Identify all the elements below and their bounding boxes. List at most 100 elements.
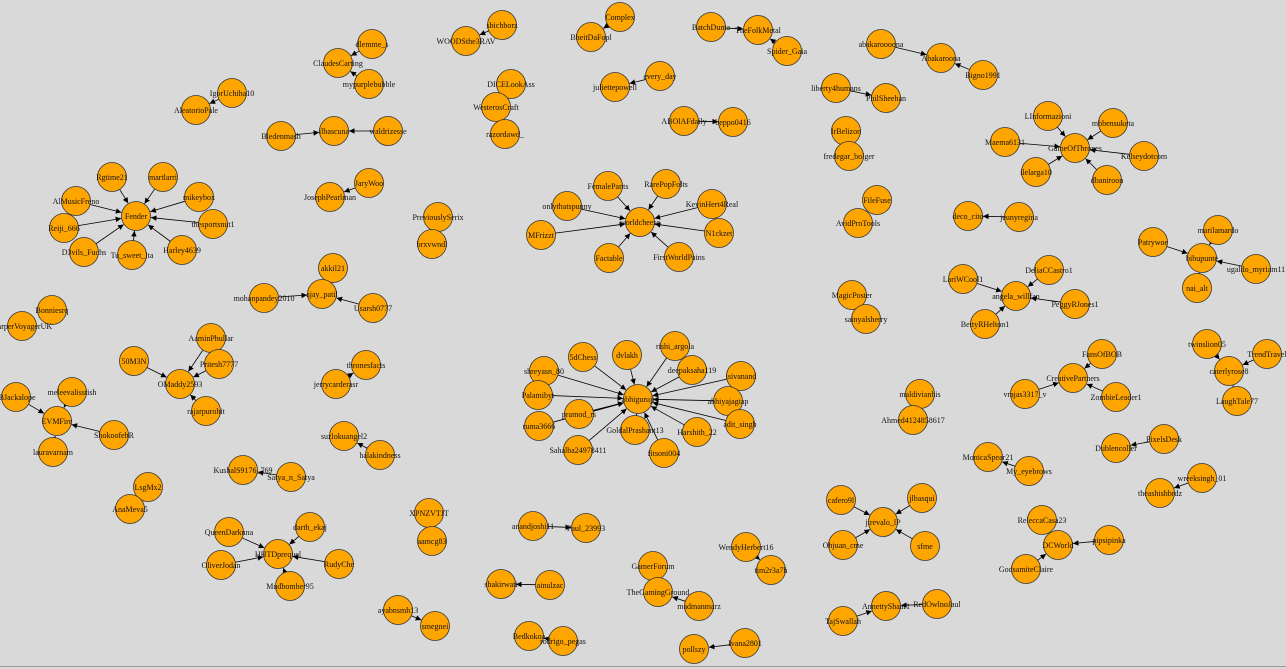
node-label: Paul_23993 [567, 524, 605, 533]
edge-twinslion05-to-caterlyrose8 [1213, 353, 1220, 360]
edge-tu-sweet-lta-to-fender [131, 230, 137, 241]
edge-fansofbob-to-creativepartners [1084, 362, 1092, 369]
edge-ayabnsmh13-to-smegnei [411, 615, 422, 621]
node-label: marilamardo [1198, 226, 1239, 235]
node-tu-sweet-lta: Tu_sweet_lta [111, 240, 154, 270]
node-label: deepaksaha119 [668, 366, 717, 375]
node-dicelookass: DICELookAss [487, 69, 535, 99]
node-nai-alt: nai_alt [1182, 273, 1212, 303]
node-circle [354, 168, 384, 198]
node-circle [1060, 133, 1090, 163]
node-creativepartners: CreativePartners [1046, 363, 1100, 393]
node-circle [535, 570, 565, 600]
node-label: beppo0416 [715, 118, 751, 127]
node-bheitdafopl: BheitDaFopl [570, 22, 612, 52]
node-redowlnojaul: RedOwlnoJaul [913, 589, 962, 619]
node-fredegar-bolger: fredegar_bolger [823, 141, 875, 171]
node-label: pipsipinka [1092, 536, 1126, 545]
node-shreyasn-80: shreyasn_80 [524, 356, 564, 386]
node-circle [354, 69, 384, 99]
node-circle [365, 440, 395, 470]
node-label: Maema6131 [985, 138, 1025, 147]
node-previouslyserix: PreviouslySerix [412, 202, 464, 232]
node-palamibyt: Palamibyt [522, 380, 555, 410]
node-label: Patrywoe [1138, 238, 1169, 247]
edge-rajarpurohit-to-omaddy2593 [190, 394, 197, 401]
edge-patrywoe-to-bibupunte [1166, 246, 1188, 255]
edge-rarepopfolts-to-worldcheese [648, 195, 659, 210]
node-label: mypurplebubble [343, 80, 396, 89]
node-circle [564, 399, 594, 429]
edge-maema6131-to-gameofthrones [1019, 142, 1061, 150]
node-circle [49, 213, 79, 243]
node-label: HHTDprequel [255, 550, 302, 559]
edge-meleevalisstish-to-evmfire [63, 401, 69, 408]
node-label: BheitDaFopl [570, 33, 612, 42]
node-theashishbrdz: theashishbrdz [1138, 478, 1182, 508]
edge-rodrigo-pegas-to-bedkokoa [543, 636, 550, 642]
node-gamerforum: GamerForum [631, 551, 675, 581]
node-circle [487, 10, 517, 40]
node-5dchess: 5dChess [568, 342, 598, 372]
node-circle [351, 350, 381, 380]
node-label: ilelarga10 [1020, 168, 1052, 177]
node-bedkokoa: Bedkokoa [513, 621, 546, 651]
node-circle [871, 83, 901, 113]
node-every-day: every_day [643, 61, 677, 91]
node-circle [834, 141, 864, 171]
node-label: LInformazioni [1025, 112, 1072, 121]
node-circle [115, 494, 145, 524]
node-ugaldo-myriam11: ugaldo_myriam11 [1227, 254, 1285, 284]
node-jerrycarderasr: jerrycarderasr [313, 369, 359, 399]
node-label: GamerForum [631, 562, 675, 571]
node-50m3n: 50M3N [119, 346, 149, 376]
node-label: AvidProTools [836, 219, 880, 228]
edge-mohanpandey2010-to-ajay-patil [278, 292, 308, 299]
node-mudbomber95: Mudbomber95 [266, 571, 314, 601]
node-label: ReleccaCasa23 [1018, 516, 1067, 525]
node-circle [696, 12, 726, 42]
node-label: anandjoshi11 [512, 522, 554, 531]
node-magicposter: MagicPoster [832, 280, 873, 310]
node-dcworld: DCWorld [1043, 530, 1073, 560]
node-godsamiteclaire: GodsamiteClaire [999, 554, 1054, 584]
node-label: RedOwlnoJaul [913, 600, 961, 609]
edge-vrajas3317-v-to-creativepartners [1038, 381, 1059, 390]
node-label: ayabnsmh13 [378, 606, 418, 615]
node-circle [620, 415, 650, 445]
node-circle [133, 472, 163, 502]
node-factable: Factable [594, 243, 624, 273]
node-onlythatspunny: onlythatspunny [542, 191, 592, 221]
node-label: WesterosCraft [473, 103, 519, 112]
node-laughtale77: LaughTale77 [1216, 386, 1258, 416]
node-peggyrjones1: PeggyRJones1 [1051, 289, 1099, 319]
node-label: ajay_patil [306, 290, 338, 299]
node-bettyrhelton1: BettyRHelton1 [961, 309, 1009, 339]
node-darth-ekaj: darth_ekaj [293, 512, 327, 542]
node-martlarri: martlarri [148, 162, 178, 192]
node-ohjuan-cme: Ohjuan_cme [823, 530, 864, 560]
node-label: jlbasqui [908, 494, 935, 503]
node-abakaroona: Abakaroona [921, 43, 961, 73]
node-tajswallah: TajSwallah [825, 606, 861, 636]
node-circle [821, 73, 851, 103]
node-circle [571, 513, 601, 543]
node-circle [871, 591, 901, 621]
node-circle [731, 532, 761, 562]
node-label: caterlyrose8 [1209, 367, 1248, 376]
edge-bettyrhelton1-to-angela-willfan [995, 305, 1006, 315]
node-circle [38, 437, 68, 467]
node-circle [61, 186, 91, 216]
edge-satya-n-satya-to-kushals9176-769 [257, 470, 277, 476]
node-releccacasa23: ReleccaCasa23 [1018, 505, 1067, 535]
node-halakindness: halakindness [359, 440, 401, 470]
node-label: ZombieLeader1 [1090, 393, 1141, 402]
node-circle [7, 311, 37, 341]
node-kushals9176-769: KushalS9176_769 [213, 455, 273, 485]
node-circle [1145, 478, 1175, 508]
node-rgtime21: Rgtime21 [96, 162, 128, 192]
node-label: Spider_Gaia [767, 47, 807, 56]
node-label: madmanmarz [677, 602, 721, 611]
node-adit-singh: adit_singh [723, 409, 757, 439]
edge-halakindness-to-suzlokuangel2 [357, 442, 368, 449]
